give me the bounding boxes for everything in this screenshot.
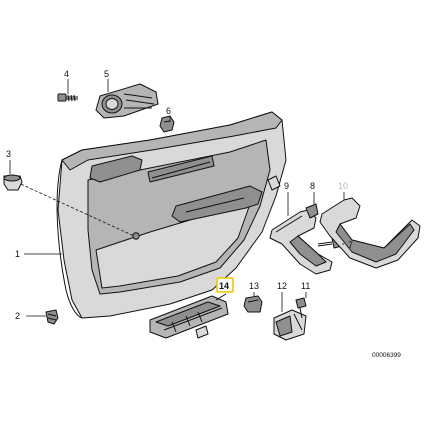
clip-part-6[interactable] [159,115,175,133]
handle-bezel-part[interactable] [95,83,159,119]
callout-label-6: 6 [166,106,171,116]
callout-label-4: 4 [64,69,69,79]
callout-label-10: 10 [338,181,348,191]
leader-lines [9,79,345,317]
clip-part-3[interactable] [3,174,23,191]
clip-part-8[interactable] [305,203,319,219]
callout-label-1: 1 [15,249,20,259]
bracket-part-12[interactable] [273,309,307,341]
screw-part-4[interactable] [57,93,78,102]
pull-handle-part-10[interactable] [319,197,421,269]
callout-label-11: 11 [301,281,310,291]
callout-label-12: 12 [277,281,287,291]
diagram-reference-number: 00006399 [372,352,401,359]
callout-label-2: 2 [15,311,20,321]
clip-part-13[interactable] [243,295,263,313]
screw-part-11[interactable] [295,297,307,319]
door-trim-panel[interactable] [56,111,287,319]
callout-label-3: 3 [6,149,11,159]
callout-label-9: 9 [284,181,289,191]
highlight-box [216,277,234,293]
callout-label-7: 7 [348,240,353,250]
storage-compartment-part[interactable] [149,295,229,339]
screw-part-2[interactable] [45,309,59,325]
callout-label-14[interactable]: 14 [219,281,229,291]
clip-guide-line [11,179,135,237]
callout-label-13: 13 [249,281,259,291]
callout-label-8: 8 [310,181,315,191]
callout-label-5: 5 [104,69,109,79]
